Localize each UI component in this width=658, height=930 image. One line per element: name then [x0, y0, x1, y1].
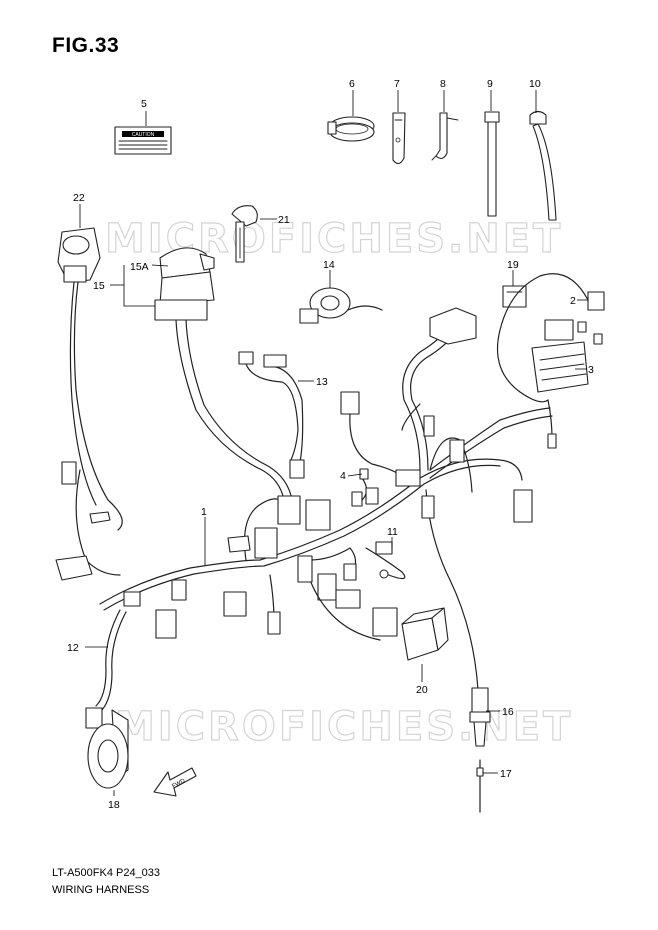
sub-harness-part-13	[238, 351, 305, 479]
callout-4: 4	[340, 470, 346, 482]
callout-labels: 5 6 7 8 9 10 22 21 14 19 15A 15 2 3 13 4…	[67, 78, 594, 811]
figure-title: FIG.33	[52, 34, 120, 57]
caution-label-text: CAUTION	[132, 132, 155, 138]
cable-tie-part-9	[484, 111, 500, 217]
cable-tie-part-10	[529, 110, 557, 221]
sensor-part-14	[299, 287, 383, 324]
callout-21: 21	[278, 214, 290, 226]
caution-label-part: CAUTION	[114, 126, 172, 155]
callout-18: 18	[108, 799, 120, 811]
callout-20: 20	[416, 684, 428, 696]
clamp-part	[327, 116, 375, 142]
callout-3: 3	[588, 364, 594, 376]
callout-14: 14	[323, 259, 335, 271]
callout-13: 13	[316, 376, 328, 388]
sensor-part-16	[469, 687, 491, 747]
main-harness-part	[55, 307, 553, 711]
callout-16: 16	[502, 706, 514, 718]
figure-caption: WIRING HARNESS	[52, 884, 150, 896]
callout-2: 2	[570, 295, 576, 307]
callout-15: 15	[93, 280, 105, 292]
callout-15a: 15A	[130, 261, 149, 273]
key-part	[231, 205, 258, 263]
fuse-box-part	[496, 273, 605, 449]
callout-9: 9	[487, 78, 493, 90]
ignition-switch-part	[154, 247, 293, 501]
callout-19: 19	[507, 259, 519, 271]
leader-lines	[79, 90, 588, 796]
accessory-socket-part	[57, 227, 123, 531]
clip-part-7	[392, 112, 406, 165]
horn-part	[85, 707, 129, 789]
part-17	[476, 759, 484, 813]
callout-22: 22	[73, 192, 85, 204]
clip-part-8	[431, 112, 459, 161]
model-code: LT-A500FK4 P24_033	[52, 867, 161, 879]
callout-7: 7	[394, 78, 400, 90]
callout-12: 12	[67, 642, 79, 654]
callout-10: 10	[529, 78, 541, 90]
callout-6: 6	[349, 78, 355, 90]
callout-5: 5	[141, 98, 147, 110]
callout-8: 8	[440, 78, 446, 90]
module-part-20	[401, 607, 449, 661]
callout-1: 1	[201, 506, 207, 518]
callout-11: 11	[387, 526, 398, 538]
fwd-arrow: FWD	[153, 767, 197, 797]
callout-17: 17	[500, 768, 512, 780]
